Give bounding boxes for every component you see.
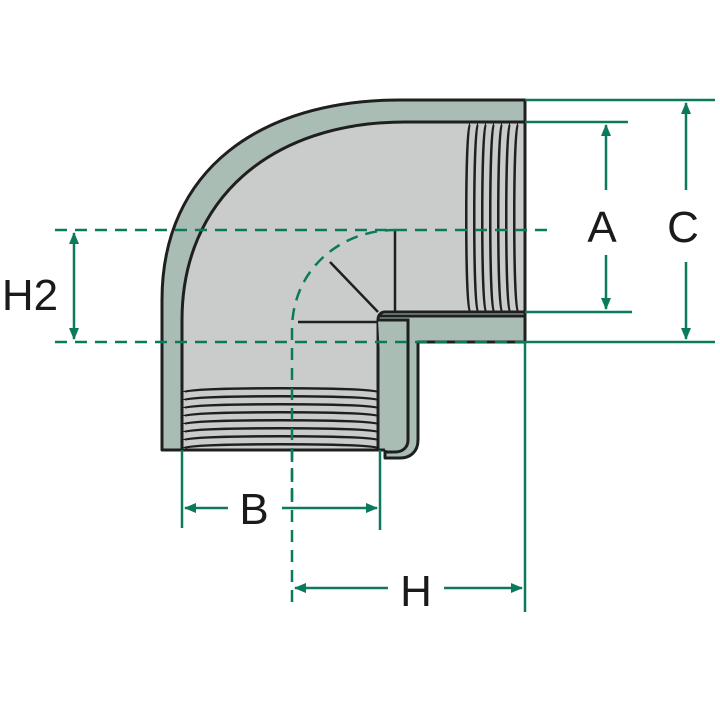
bottom-thread	[182, 387, 380, 450]
label-b: B	[239, 485, 268, 534]
dimension-lines	[69, 102, 691, 593]
inner-wall	[378, 318, 410, 454]
label-a: A	[587, 203, 617, 252]
bore-construction	[298, 230, 397, 324]
right-thread	[465, 122, 520, 314]
label-h: H	[400, 567, 432, 616]
centerlines	[55, 228, 550, 606]
label-c: C	[667, 203, 699, 252]
extension-lines	[180, 98, 715, 612]
label-h2: H2	[2, 271, 58, 320]
